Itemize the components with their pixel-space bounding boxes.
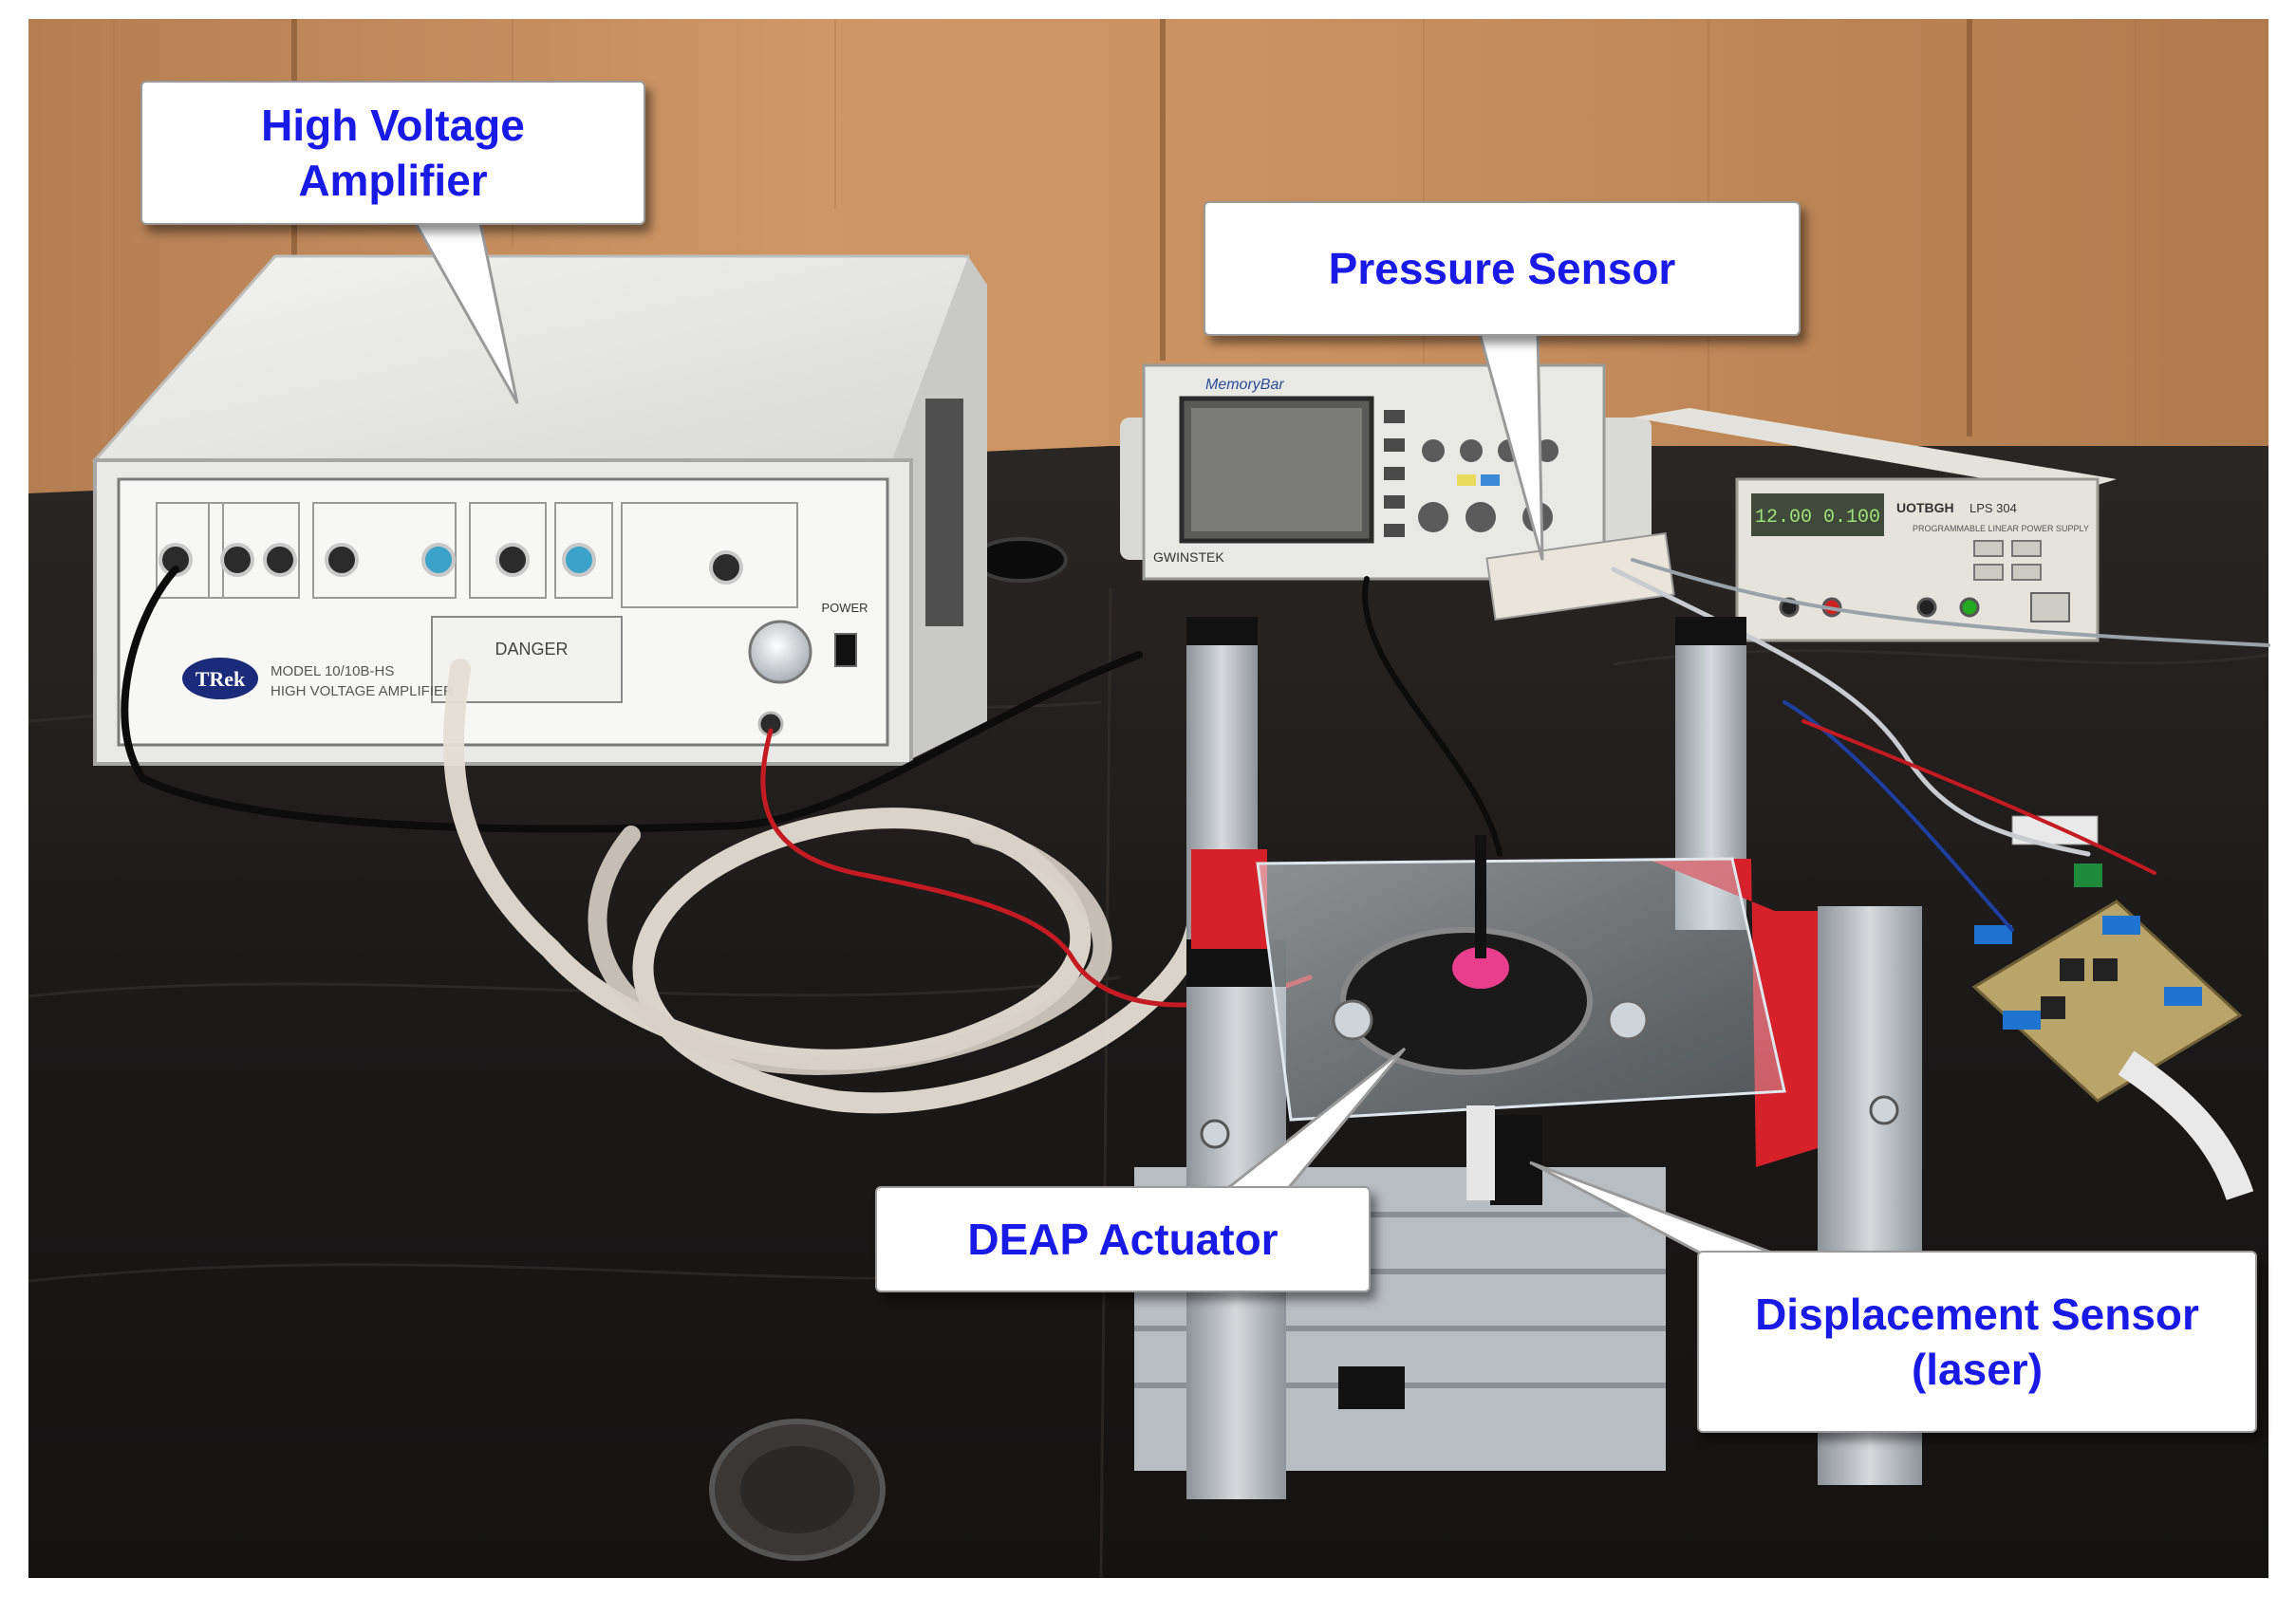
svg-text:12.00 0.100: 12.00 0.100 (1755, 507, 1880, 529)
black-cable (121, 566, 1143, 833)
amplifier-label: High Voltage Amplifier (140, 81, 645, 225)
power-supply: 12.00 0.100 UOTBGH LPS 304 PROGRAMMABLE … (1633, 408, 2117, 642)
laser-sensor (1490, 1115, 1542, 1205)
control-board (1971, 815, 2254, 1200)
scope-maker: GWINSTEK (1153, 549, 1224, 565)
displacement-sensor-label-line2: (laser) (1911, 1345, 2044, 1394)
displacement-sensor-label: Displacement Sensor (laser) (1697, 1251, 2257, 1433)
scope-brand: MemoryBar (1205, 377, 1284, 393)
power-text: POWER (821, 601, 868, 615)
deap-actuator-label-text: DEAP Actuator (967, 1215, 1279, 1264)
trek-name: HIGH VOLTAGE AMPLIFIER (271, 683, 454, 699)
psu-brand: UOTBGH (1896, 500, 1954, 515)
callout-pointers (410, 216, 1785, 1259)
danger-text: DANGER (495, 640, 568, 659)
trek-logo: TRek (196, 667, 246, 691)
amplifier-label-line2: Amplifier (298, 156, 488, 205)
breadboard (1485, 531, 1675, 622)
oscilloscope: MemoryBar GWINSTEK (1120, 363, 1652, 581)
psu-desc: PROGRAMMABLE LINEAR POWER SUPPLY (1913, 524, 2089, 533)
displacement-sensor-label-line1: Displacement Sensor (1755, 1290, 2199, 1339)
trek-model: MODEL 10/10B-HS (271, 663, 394, 679)
pressure-sensor-label: Pressure Sensor (1204, 201, 1801, 336)
amplifier-label-line1: High Voltage (261, 101, 525, 150)
high-voltage-amplifier: DANGER POWER TRek MODEL 10/10B-HS HIGH V… (91, 254, 987, 766)
deap-actuator-label: DEAP Actuator (875, 1186, 1371, 1292)
pressure-sensor-label-text: Pressure Sensor (1328, 244, 1676, 293)
red-wire (760, 728, 1313, 1008)
psu-model: LPS 304 (1969, 501, 2017, 515)
